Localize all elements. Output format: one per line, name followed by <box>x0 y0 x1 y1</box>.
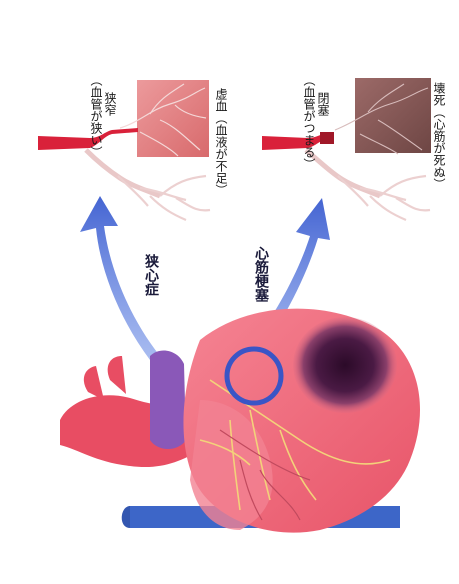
artery-stenosis <box>38 128 138 150</box>
necrosis-tissue <box>355 78 431 153</box>
ischemia-label: 虚血（血液が不足） <box>215 88 227 196</box>
occlusion-label: 閉塞 <box>317 92 329 116</box>
occlusion-note-label: （血管がつまる） <box>303 74 315 170</box>
occlusion-illustration <box>262 78 431 220</box>
pulmonary-vessel <box>150 350 186 449</box>
stenosis-illustration <box>38 80 210 220</box>
stenosis-label: 狭窄 <box>104 92 116 116</box>
heart-illustration <box>60 309 420 533</box>
artery-occlusion <box>262 134 326 150</box>
necrosis-label: 壊死（心筋が死ぬ） <box>433 82 445 190</box>
infarct-area <box>293 317 397 413</box>
infarction-label: 心筋梗塞 <box>254 246 268 302</box>
angina-label: 狭心症 <box>144 254 158 296</box>
stenosis-note-label: （血管が狭い） <box>90 74 102 158</box>
